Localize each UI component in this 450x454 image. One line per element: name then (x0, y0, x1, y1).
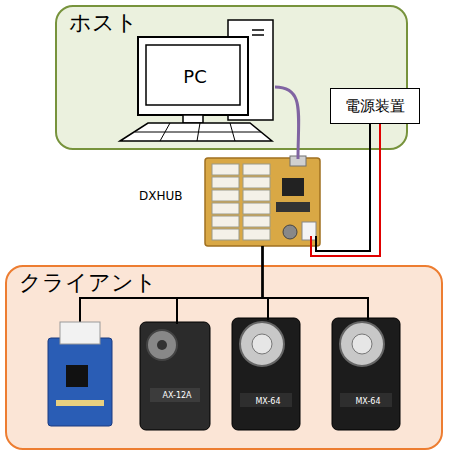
servo-ax12a: AX-12A (142, 324, 212, 432)
power-connector (302, 222, 316, 240)
client-group: クライアント AX-12A MX-64 MX-64 (5, 265, 443, 450)
pc-computer: PC (122, 17, 275, 145)
chip (276, 202, 310, 212)
node-label: ホスト (69, 11, 138, 35)
dxhub-pcb (205, 158, 320, 246)
node-label: PC (148, 47, 242, 107)
power-supply-box: 電源装置 (330, 88, 420, 124)
servo-mx64: MX-64 (334, 320, 402, 432)
host-group: ホスト PC (55, 5, 408, 150)
servo-mx64: MX-64 (234, 320, 302, 432)
node-label: AX-12A (142, 392, 212, 401)
buzzer (283, 225, 297, 239)
chip (282, 178, 304, 196)
dxhub-connectors (212, 164, 270, 240)
node-label: MX-64 (234, 398, 302, 407)
node-label: DXHUB (139, 190, 183, 203)
node-label: MX-64 (334, 398, 402, 407)
node-label: 電源装置 (331, 89, 419, 123)
node-label: クライアント (19, 271, 157, 295)
dxhub-board: DXHUB (205, 158, 320, 246)
usb-connector (290, 156, 306, 166)
